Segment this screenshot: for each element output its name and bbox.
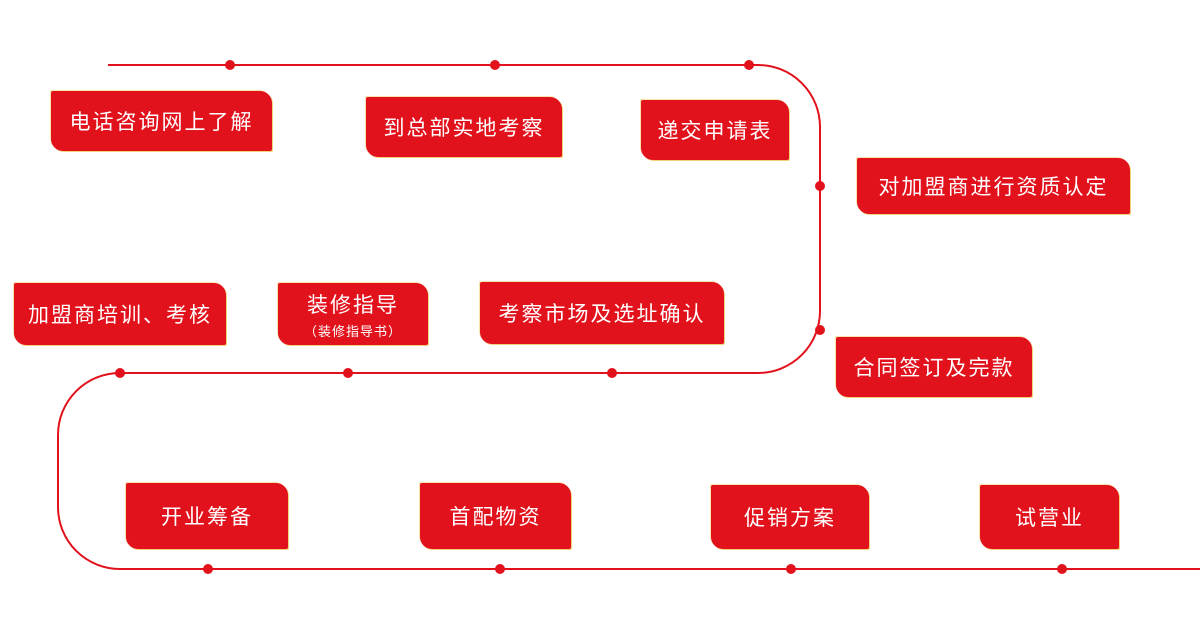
flow-node-dot — [744, 60, 754, 70]
flow-node-dot — [495, 564, 505, 574]
flow-node-dot — [490, 60, 500, 70]
step-label: 对加盟商进行资质认定 — [878, 175, 1109, 199]
step-sublabel: （装修指导书） — [303, 324, 402, 340]
step-market-site-confirmation: 考察市场及选址确认 — [480, 282, 724, 344]
step-qualification-review: 对加盟商进行资质认定 — [857, 158, 1130, 214]
step-label: 合同签订及完款 — [853, 356, 1015, 380]
flow-node-dot — [115, 368, 125, 378]
flow-line — [57, 64, 1200, 570]
step-trial-operation: 试营业 — [980, 485, 1119, 549]
flow-node-dot — [225, 60, 235, 70]
step-contract-payment: 合同签订及完款 — [836, 337, 1032, 397]
step-label: 首配物资 — [449, 505, 542, 529]
step-label: 到总部实地考察 — [383, 116, 545, 140]
flow-node-dot — [815, 325, 825, 335]
step-phone-consultation: 电话咨询网上了解 — [51, 91, 272, 151]
step-label: 试营业 — [1015, 506, 1084, 530]
step-label: 促销方案 — [744, 506, 836, 530]
step-label: 开业筹备 — [161, 505, 253, 529]
flow-node-dot — [1057, 564, 1067, 574]
step-label: 装修指导 — [307, 292, 399, 317]
step-visit-headquarters: 到总部实地考察 — [366, 97, 562, 157]
step-label: 递交申请表 — [657, 119, 773, 143]
step-label: 加盟商培训、考核 — [28, 303, 212, 327]
step-label: 考察市场及选址确认 — [498, 302, 706, 326]
flow-node-dot — [607, 368, 617, 378]
flow-node-dot — [786, 564, 796, 574]
flow-node-dot — [343, 368, 353, 378]
step-opening-preparation: 开业筹备 — [126, 483, 288, 549]
step-label: 电话咨询网上了解 — [69, 110, 254, 134]
flow-node-dot — [815, 181, 825, 191]
step-training-assessment: 加盟商培训、考核 — [14, 283, 226, 345]
step-renovation-guidance: 装修指导 （装修指导书） — [278, 283, 428, 345]
step-submit-application: 递交申请表 — [641, 100, 789, 160]
step-initial-supplies: 首配物资 — [420, 483, 571, 549]
step-promotion-plan: 促销方案 — [711, 485, 869, 549]
flow-node-dot — [203, 564, 213, 574]
